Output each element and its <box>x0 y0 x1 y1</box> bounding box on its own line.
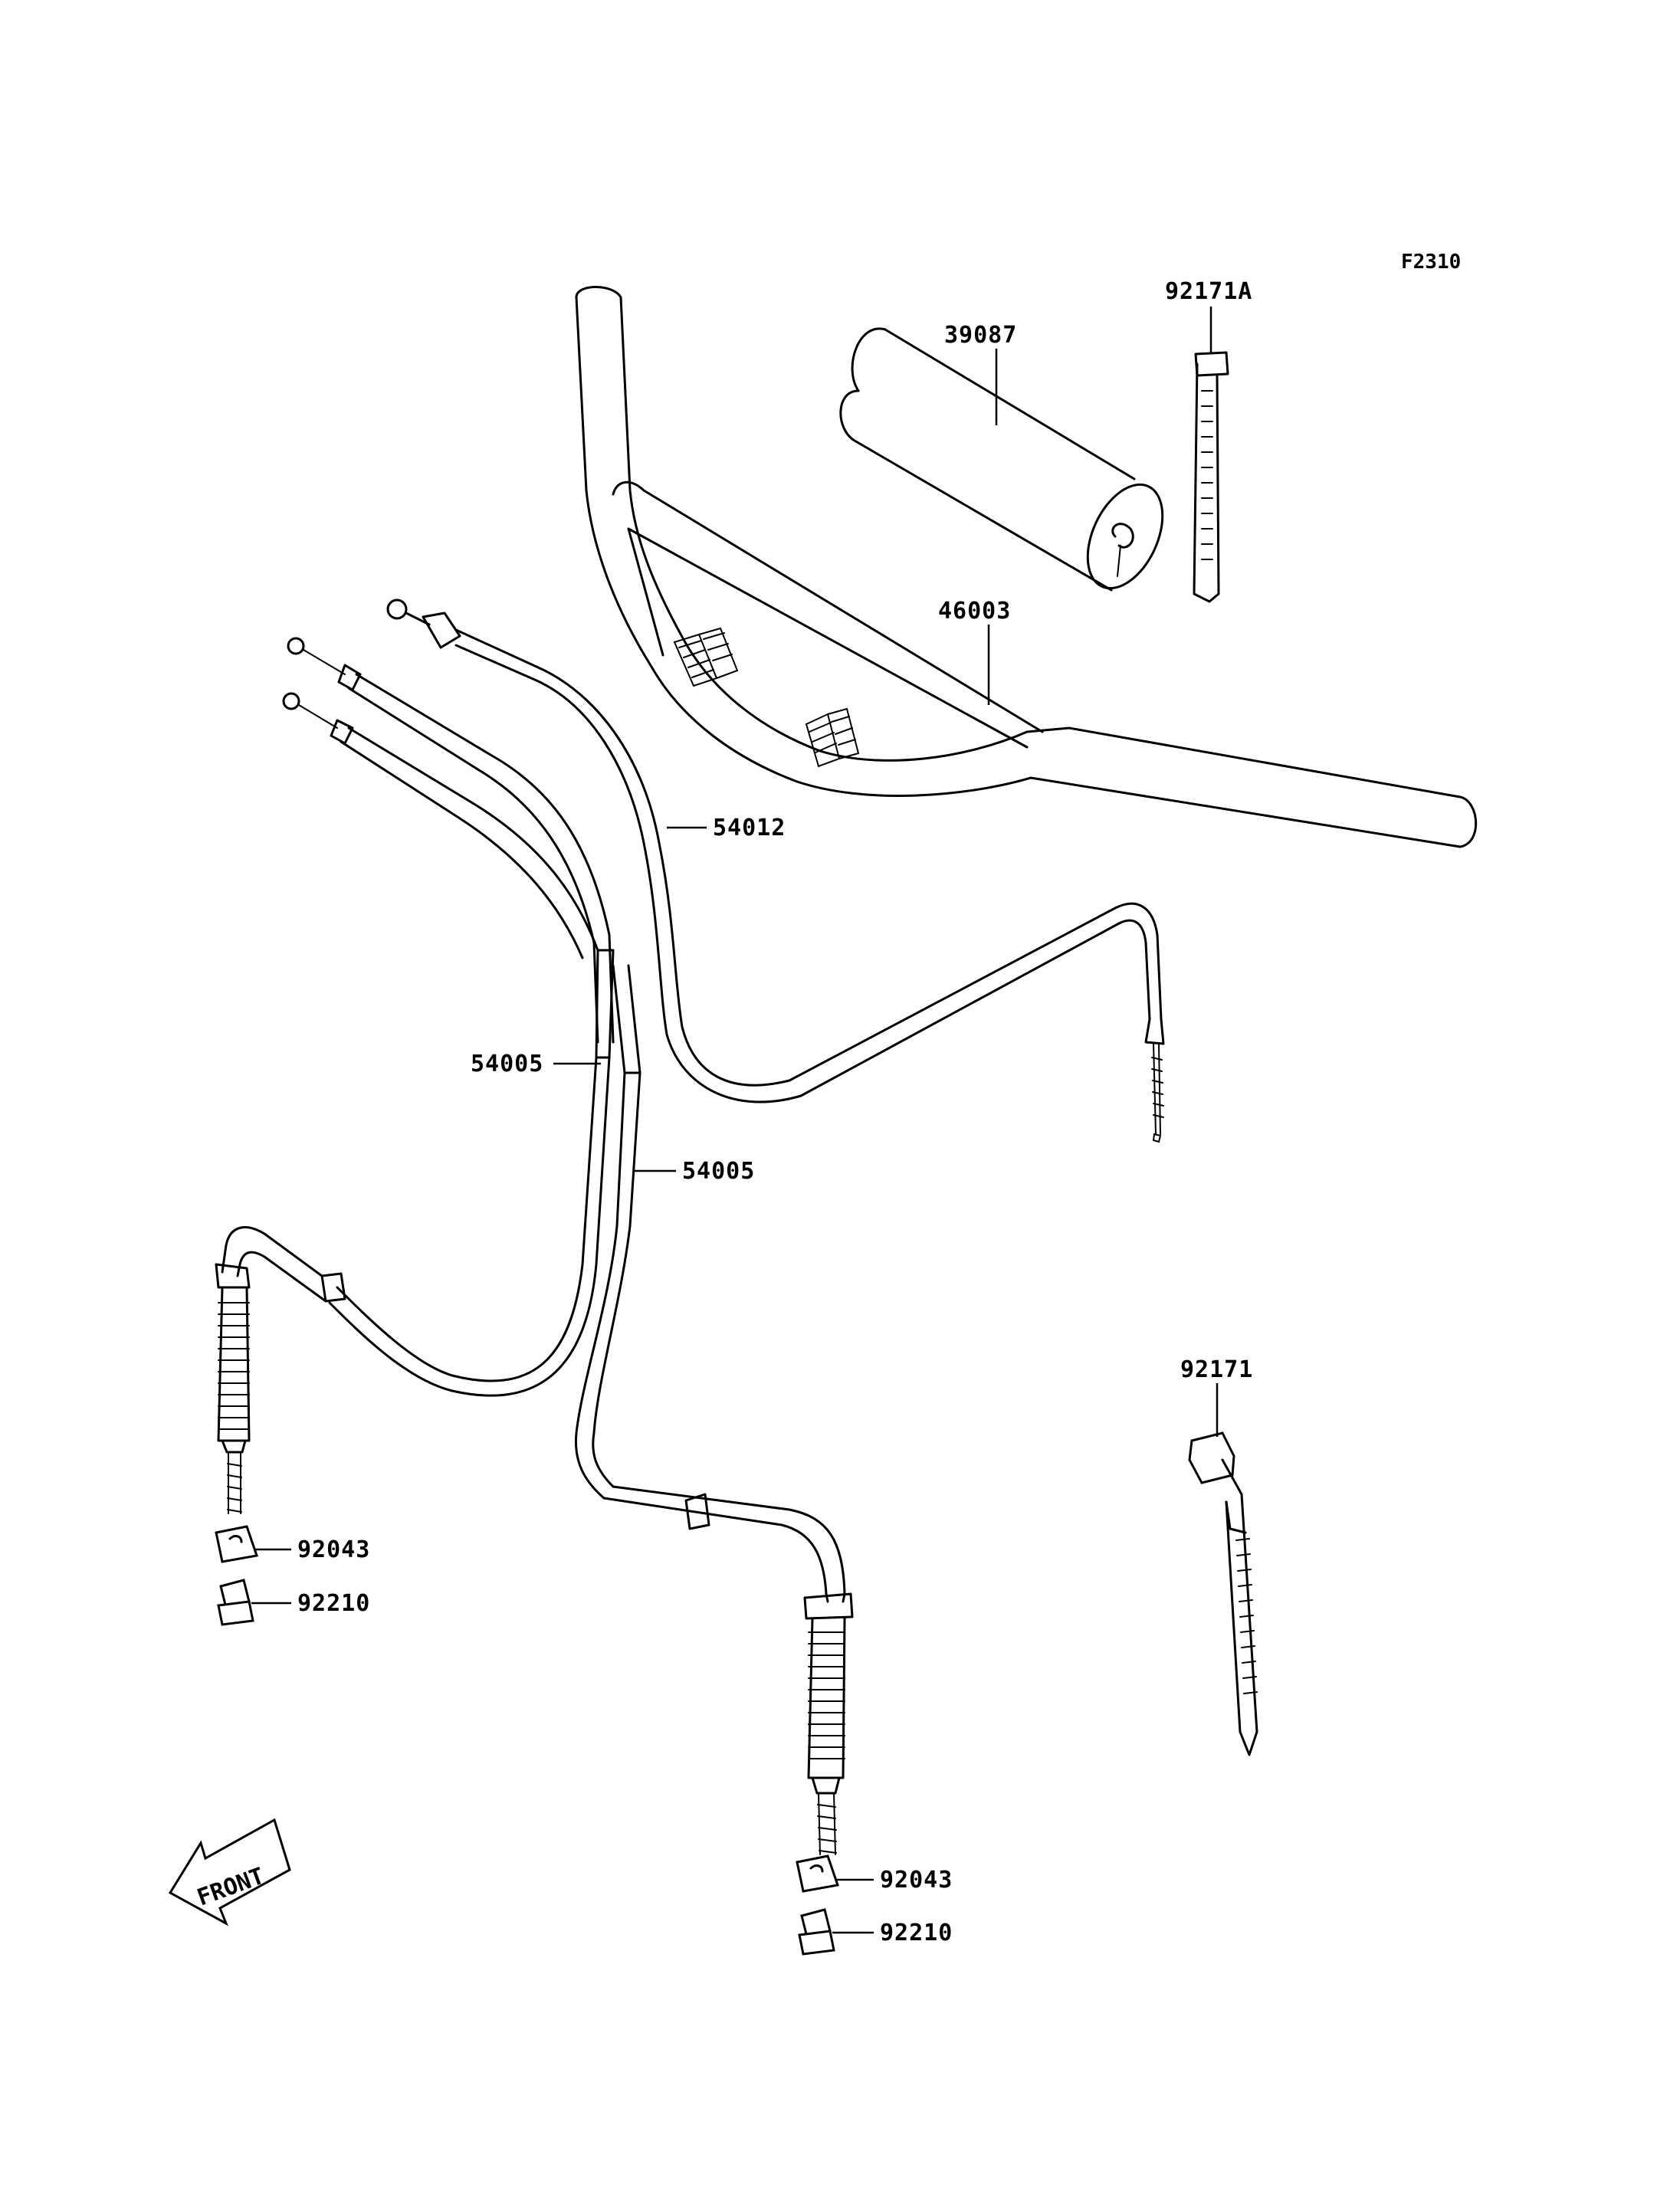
leader-lines <box>251 307 1219 1934</box>
handlebar-drawing <box>575 286 1478 848</box>
front-arrow: FRONT <box>168 1818 291 1926</box>
label-54005-right: 54005 <box>682 1158 755 1185</box>
adjuster-cap-right-drawing <box>798 1908 835 1956</box>
label-46003: 46003 <box>938 598 1011 625</box>
adjuster-nut-right-drawing <box>796 1854 839 1893</box>
knurl-right <box>805 707 860 768</box>
adjuster-nut-left-drawing <box>215 1525 258 1563</box>
figure-code: F2310 <box>1401 251 1461 274</box>
label-92043-left: 92043 <box>297 1536 370 1563</box>
label-92043-right: 92043 <box>880 1867 953 1894</box>
brake-cable-left-drawing <box>215 637 615 1514</box>
label-92171: 92171 <box>1180 1356 1253 1383</box>
brake-cable-right-drawing <box>574 964 854 1855</box>
label-54005-left: 54005 <box>471 1051 543 1077</box>
label-92210-right: 92210 <box>880 1920 953 1946</box>
knurl-left <box>673 627 739 687</box>
part-labels: 92171A 39087 46003 54012 54005 54005 921… <box>297 278 1253 1946</box>
label-92171a: 92171A <box>1165 278 1252 305</box>
label-39087: 39087 <box>944 322 1017 349</box>
label-54012: 54012 <box>713 815 786 841</box>
cable-tie-small-drawing <box>1193 351 1229 603</box>
adjuster-cap-left-drawing <box>217 1579 254 1626</box>
throttle-cable-drawing <box>386 598 1165 1143</box>
cable-tie-large-drawing <box>1188 1431 1258 1756</box>
label-92210-left: 92210 <box>297 1590 370 1617</box>
handlebar-pad-drawing <box>839 327 1164 592</box>
